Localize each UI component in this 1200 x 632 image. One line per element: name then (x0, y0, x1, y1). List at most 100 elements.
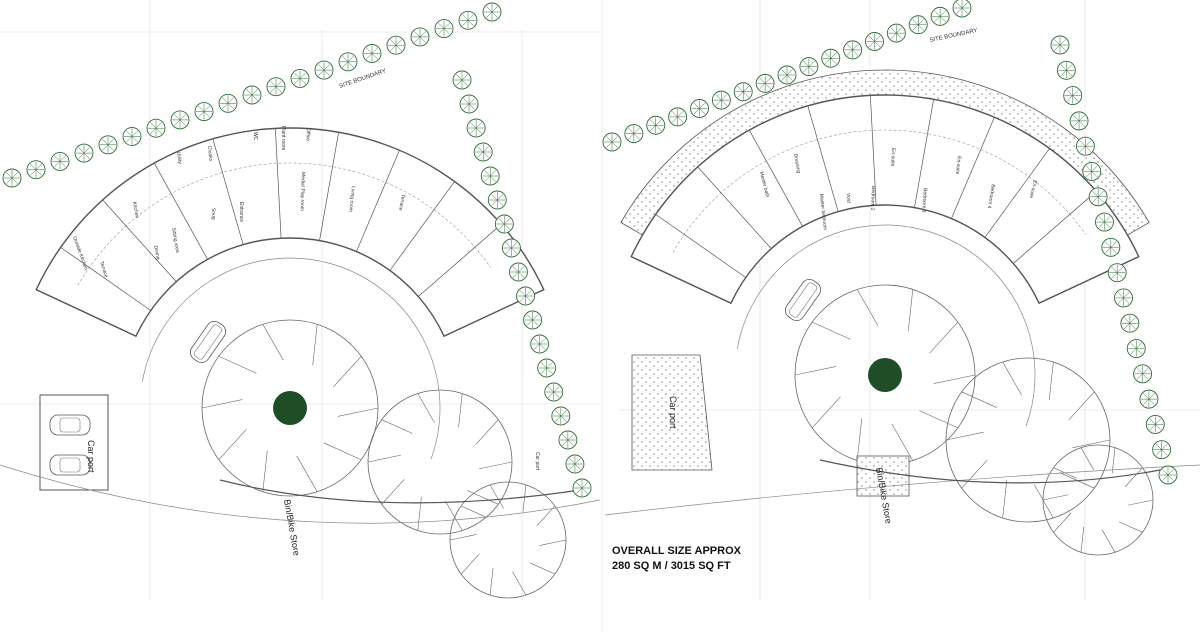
tree-branch (1136, 367, 1143, 375)
tree-branch (497, 194, 504, 201)
car (49, 414, 91, 436)
tree-branch (484, 175, 491, 182)
car-port (39, 394, 109, 491)
tree-branch (227, 97, 234, 104)
landscape-spike (201, 399, 243, 409)
landscape-spike (489, 484, 504, 509)
tree-icon (1133, 364, 1153, 384)
tree-icon (2, 168, 22, 188)
tree-icon (865, 32, 884, 51)
tree-branch (491, 11, 498, 18)
car-port-label: Car port (86, 440, 96, 473)
tree-branch (30, 163, 37, 170)
tree-icon (1056, 60, 1076, 80)
tree-icon (1101, 237, 1121, 257)
tree-branch (890, 27, 897, 34)
tree-icon (733, 82, 753, 102)
tree-branch (581, 482, 588, 489)
tree-branch (671, 116, 678, 123)
tree-branch (155, 128, 162, 135)
tree-icon (544, 382, 564, 402)
tree-branch (491, 194, 498, 201)
tree-branch (759, 77, 766, 84)
tree-branch (467, 14, 474, 21)
tree-branch (198, 111, 205, 118)
landscape-circle (449, 481, 567, 599)
tree-branch (562, 439, 569, 446)
tree-branch (540, 367, 547, 374)
tree-branch (633, 133, 640, 140)
tree-icon (908, 15, 928, 35)
tree-branch (1097, 190, 1104, 197)
tree-branch (896, 27, 903, 34)
tree-icon (290, 68, 310, 88)
tree-branch (569, 463, 576, 470)
tree-branch (54, 155, 61, 162)
tree-branch (1129, 317, 1136, 324)
tree-branch (1155, 449, 1162, 456)
garden-wall (219, 479, 581, 504)
tree-icon (458, 10, 478, 30)
tree-branch (275, 80, 282, 87)
tree-branch (533, 343, 540, 350)
car-roof (193, 324, 223, 360)
overall-size-note: OVERALL SIZE APPROX 280 SQ M / 3015 SQ F… (612, 544, 741, 574)
tree-icon (523, 310, 543, 330)
tree-branch (721, 99, 728, 106)
tree-branch (518, 266, 525, 273)
landscape-spike (381, 479, 405, 505)
tree-branch (179, 119, 186, 126)
tree-icon (1114, 288, 1133, 308)
tree-branch (874, 41, 881, 48)
tree-branch (1091, 171, 1098, 178)
tree-branch (547, 386, 554, 393)
tree-branch (443, 28, 450, 35)
tree-icon (74, 143, 94, 163)
tree-branch (1079, 145, 1086, 153)
tree-branch (131, 130, 138, 137)
tree-branch (102, 144, 109, 151)
tree-branch (655, 119, 662, 126)
tree-branch (540, 362, 547, 369)
central-tree (273, 391, 307, 425)
landscape-spike (1042, 494, 1069, 501)
tree-icon (690, 99, 709, 118)
site-boundary-line (604, 464, 1200, 516)
landscape-spike (417, 393, 435, 423)
tree-branch (939, 10, 946, 17)
landscape-spike (417, 496, 422, 531)
tree-branch (1117, 292, 1124, 299)
tree-icon (602, 132, 622, 152)
tree-branch (1073, 115, 1080, 122)
tree-branch (6, 177, 13, 184)
tree-icon (530, 334, 550, 354)
ground-floor-labels: SITE BOUNDARY Kitchen Outside Kitchen Te… (71, 68, 540, 556)
room-label: Plant room (280, 126, 286, 150)
tree-icon (466, 118, 486, 138)
car-roof (59, 457, 81, 473)
landscape-spike (218, 356, 257, 374)
tree-branch (1161, 443, 1168, 450)
tree-branch (519, 295, 526, 302)
tree-branch (1116, 266, 1124, 273)
tree-branch (150, 128, 157, 135)
tree-icon (1082, 162, 1102, 181)
tree-branch (852, 49, 859, 56)
partition-wall (748, 129, 803, 227)
room-label: En-suite (889, 148, 896, 167)
tree-branch (505, 247, 512, 254)
tree-branch (526, 319, 533, 326)
tree-branch (419, 31, 426, 38)
tree-icon (1145, 414, 1165, 434)
partition-wall (1013, 191, 1097, 264)
tree-icon (487, 190, 507, 210)
tree-icon (799, 57, 819, 77)
landscape-spike (333, 356, 362, 387)
tree-branch (890, 32, 897, 39)
tree-branch (1110, 241, 1117, 248)
tree-icon (1107, 263, 1127, 283)
tree-branch (222, 97, 229, 104)
landscape-spike (218, 429, 247, 460)
tree-branch (912, 24, 919, 31)
tree-branch (1136, 342, 1143, 349)
